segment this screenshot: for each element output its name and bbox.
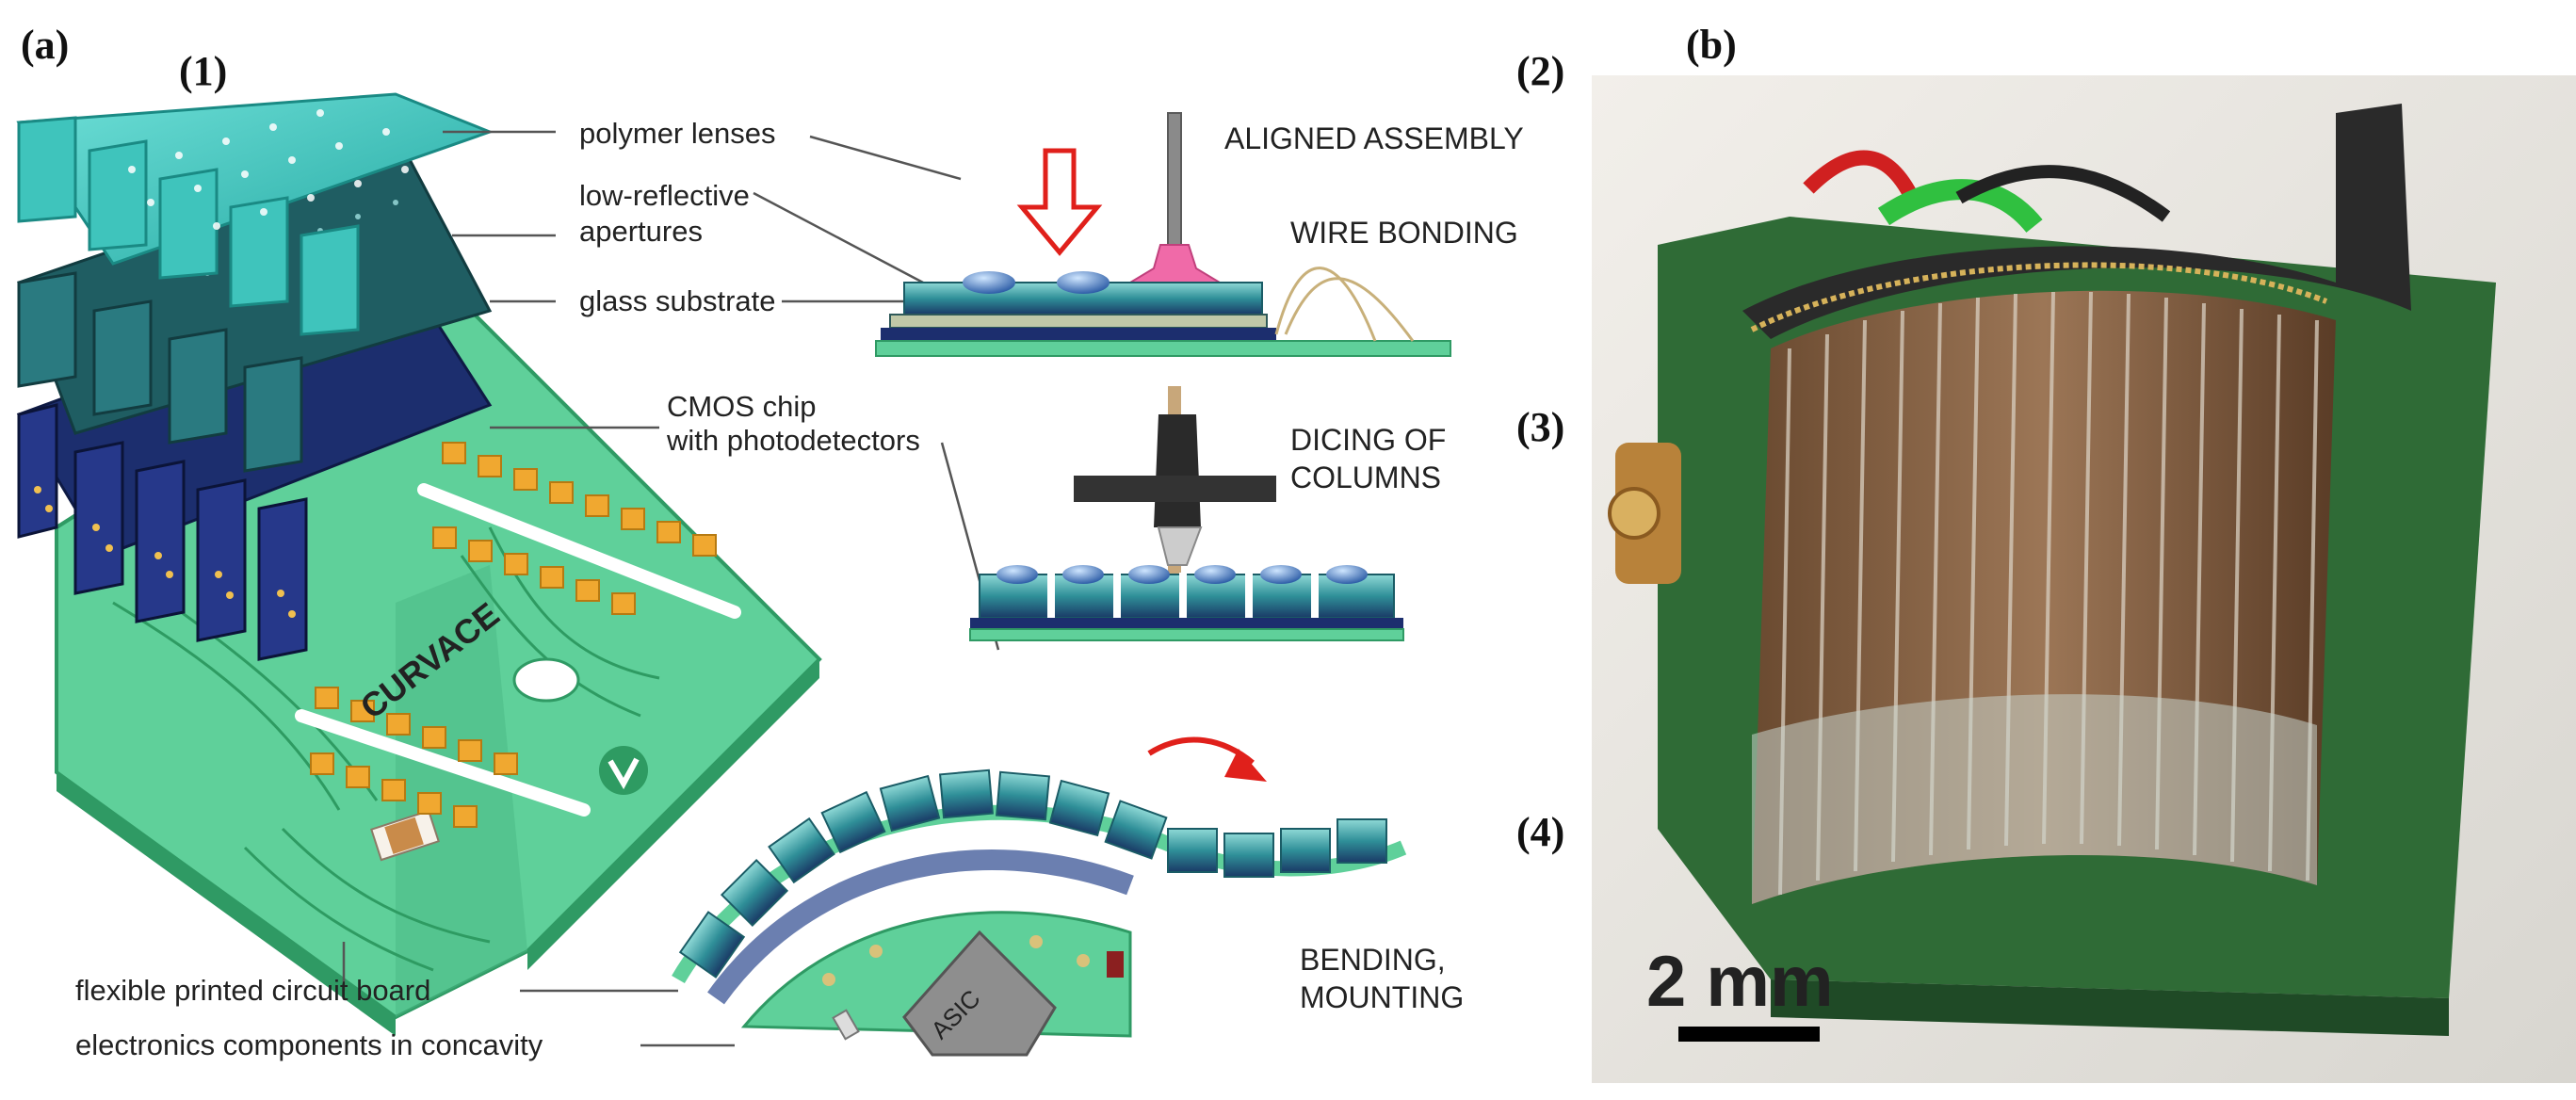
step3-dicing-illustration bbox=[969, 386, 1404, 641]
step4-bending-illustration: ASIC bbox=[672, 736, 1407, 1057]
label-flexible-pcb: flexible printed circuit board bbox=[75, 974, 430, 1007]
label-polymer-lenses: polymer lenses bbox=[579, 117, 775, 150]
label-cmos-line2: with photodetectors bbox=[666, 424, 920, 457]
align-down-arrow-icon bbox=[1016, 148, 1103, 256]
label-apertures-line2: apertures bbox=[579, 215, 703, 248]
exploded-stack-illustration: CURVACE bbox=[16, 92, 822, 1036]
scale-bar-label: 2 mm bbox=[1646, 942, 1834, 1022]
panel-label-a: (a) bbox=[21, 22, 69, 68]
step-label-2: (2) bbox=[1516, 48, 1564, 94]
scale-bar: 2 mm bbox=[1646, 942, 1834, 1042]
label-cmos-line1: CMOS chip bbox=[667, 390, 816, 423]
step-label-3: (3) bbox=[1516, 404, 1564, 450]
step2-assembly-illustration bbox=[875, 112, 1451, 357]
label-wire-bonding: WIRE BONDING bbox=[1290, 216, 1518, 250]
label-dicing-line1: DICING OF bbox=[1290, 423, 1446, 457]
label-glass-substrate: glass substrate bbox=[579, 284, 776, 317]
smd-component-icon bbox=[370, 809, 440, 862]
label-dicing-line2: COLUMNS bbox=[1290, 461, 1441, 494]
mounting-screw-icon bbox=[1608, 443, 1681, 584]
label-bending-line1: BENDING, bbox=[1300, 943, 1446, 977]
sensor-photograph bbox=[1592, 75, 2576, 1083]
step-label-4: (4) bbox=[1516, 809, 1564, 855]
label-electronics-components: electronics components in concavity bbox=[75, 1028, 543, 1061]
step-label-1: (1) bbox=[179, 48, 227, 94]
label-aligned-assembly: ALIGNED ASSEMBLY bbox=[1224, 121, 1524, 155]
ommatidia-columns bbox=[1752, 290, 2336, 904]
panel-label-b: (b) bbox=[1686, 22, 1737, 68]
curvace-logo-icon bbox=[599, 746, 648, 795]
label-bending-line2: MOUNTING bbox=[1300, 980, 1464, 1014]
bend-arrow-icon bbox=[1147, 736, 1267, 782]
label-apertures-line1: low-reflective bbox=[579, 179, 750, 212]
polymer-lens-layer bbox=[16, 92, 494, 336]
sensor-cables-icon bbox=[1803, 150, 2171, 234]
